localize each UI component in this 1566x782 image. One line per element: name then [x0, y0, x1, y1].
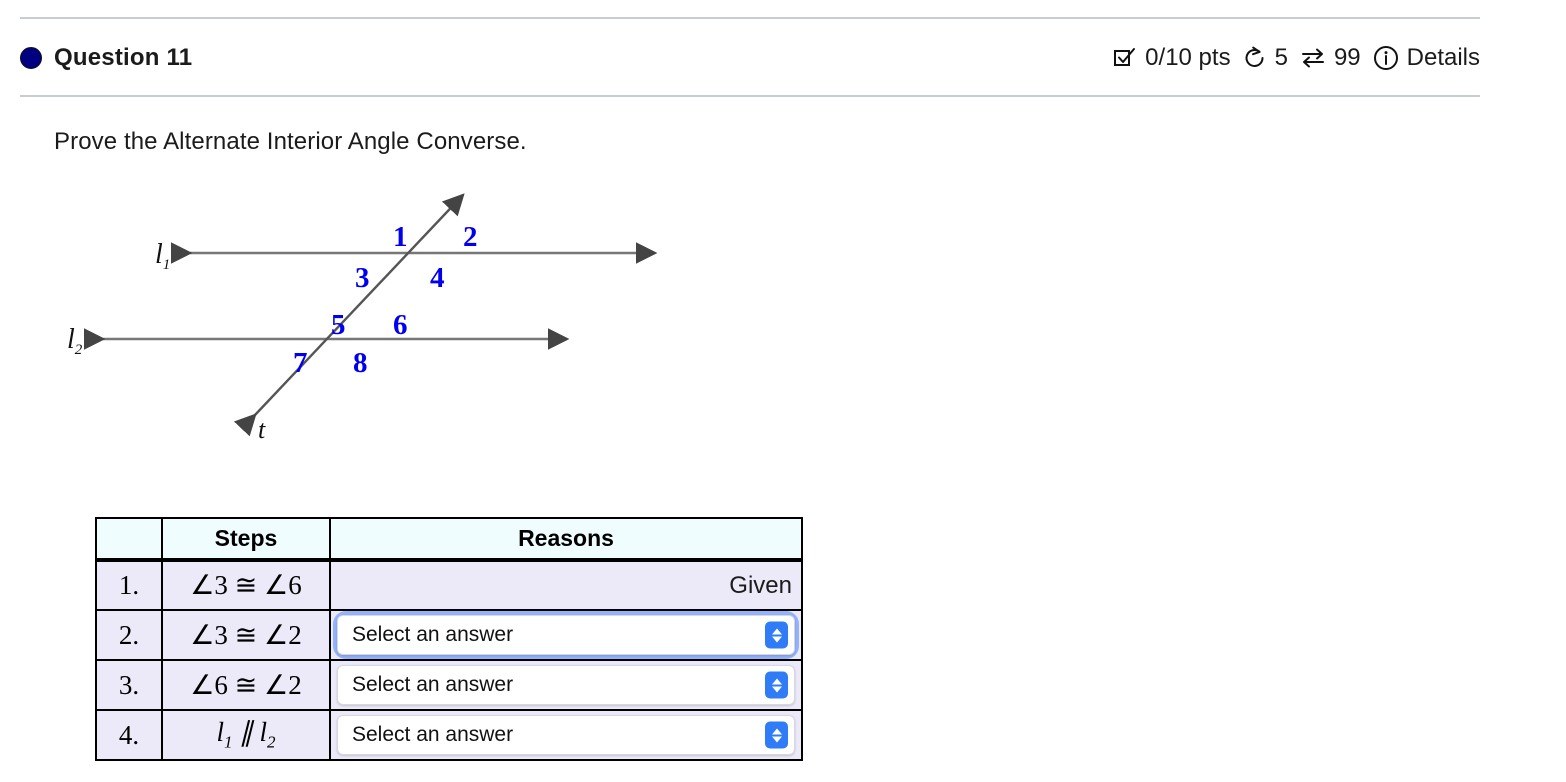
swap-arrows-icon: [1299, 45, 1327, 71]
exchange-value: 99: [1333, 44, 1361, 71]
attempts-value: 5: [1274, 44, 1288, 71]
table-row: 4. l1 ∥ l2 Select an answer: [95, 709, 803, 761]
table-row: 3. ∠6 ≅ ∠2 Select an answer: [95, 659, 803, 711]
angle-label-7: 7: [293, 347, 308, 379]
reason-select-value: Select an answer: [352, 723, 514, 746]
column-header-blank: [95, 517, 163, 562]
reason-select-2[interactable]: Select an answer: [337, 615, 795, 655]
label-l1: l1: [155, 239, 170, 273]
angle-label-1: 1: [393, 221, 408, 253]
angle-label-5: 5: [331, 309, 346, 341]
row-reason: Given: [329, 559, 803, 611]
question-prompt: Prove the Alternate Interior Angle Conve…: [54, 128, 527, 155]
header-divider-bottom: [20, 95, 1480, 97]
table-header-row: Steps Reasons: [95, 517, 803, 562]
row-reason: Select an answer: [329, 609, 803, 661]
details-link[interactable]: Details: [1372, 44, 1480, 72]
attempts-group: 5: [1242, 44, 1288, 72]
diagram-svg: l1 l2 t 1 2 3 4 5 6 7 8: [67, 193, 658, 444]
details-label: Details: [1406, 44, 1480, 71]
info-circle-icon: [1372, 44, 1400, 72]
page-title: Question 11: [54, 44, 193, 71]
column-header-steps: Steps: [161, 517, 331, 562]
angle-label-8: 8: [353, 347, 368, 379]
two-column-proof-table: Steps Reasons 1. ∠3 ≅ ∠6 Given 2. ∠3 ≅ ∠…: [95, 517, 803, 761]
reason-select-wrapper-2[interactable]: Select an answer: [337, 615, 795, 655]
reason-select-4[interactable]: Select an answer: [337, 715, 795, 755]
row-step: ∠3 ≅ ∠6: [161, 559, 331, 611]
table-row: 2. ∠3 ≅ ∠2 Select an answer: [95, 609, 803, 661]
line-transversal: [233, 193, 465, 437]
row-number: 3.: [95, 659, 163, 711]
angle-label-3: 3: [355, 262, 370, 294]
reason-select-wrapper-4[interactable]: Select an answer: [337, 715, 795, 755]
row-reason: Select an answer: [329, 659, 803, 711]
chevron-updown-icon[interactable]: [765, 621, 788, 649]
reason-select-wrapper-3[interactable]: Select an answer: [337, 665, 795, 705]
checkbox-checked-icon: [1112, 45, 1138, 71]
label-l2: l2: [67, 324, 83, 358]
row-number: 4.: [95, 709, 163, 761]
angle-label-6: 6: [393, 309, 408, 341]
question-header: Question 11 0/10 pts: [20, 32, 1480, 84]
filled-circle-icon: [20, 47, 42, 69]
row-step: l1 ∥ l2: [161, 709, 331, 761]
column-header-reasons: Reasons: [329, 517, 803, 562]
score-value: 0/10 pts: [1145, 44, 1231, 71]
row-number: 1.: [95, 559, 163, 611]
exchange-group: 99: [1299, 44, 1361, 72]
reason-select-3[interactable]: Select an answer: [337, 665, 795, 705]
row-step: ∠3 ≅ ∠2: [161, 609, 331, 661]
angle-label-4: 4: [430, 262, 445, 294]
row-step-math: l1 ∥ l2: [216, 717, 276, 752]
chevron-updown-icon[interactable]: [765, 721, 788, 749]
chevron-updown-icon[interactable]: [765, 671, 788, 699]
question-meta: 0/10 pts 5: [1112, 44, 1480, 72]
angle-label-2: 2: [463, 221, 478, 253]
label-t: t: [258, 415, 266, 444]
score-group: 0/10 pts: [1112, 44, 1231, 72]
row-reason: Select an answer: [329, 709, 803, 761]
row-step: ∠6 ≅ ∠2: [161, 659, 331, 711]
reason-given-text: Given: [729, 571, 792, 599]
question-title-group: Question 11: [20, 44, 192, 72]
reason-select-value: Select an answer: [352, 623, 514, 646]
transversal-diagram: l1 l2 t 1 2 3 4 5 6 7 8: [55, 180, 715, 460]
rotate-left-icon: [1242, 45, 1268, 71]
table-row: 1. ∠3 ≅ ∠6 Given: [95, 559, 803, 611]
header-divider-top: [20, 17, 1480, 19]
reason-select-value: Select an answer: [352, 673, 514, 696]
row-number: 2.: [95, 609, 163, 661]
